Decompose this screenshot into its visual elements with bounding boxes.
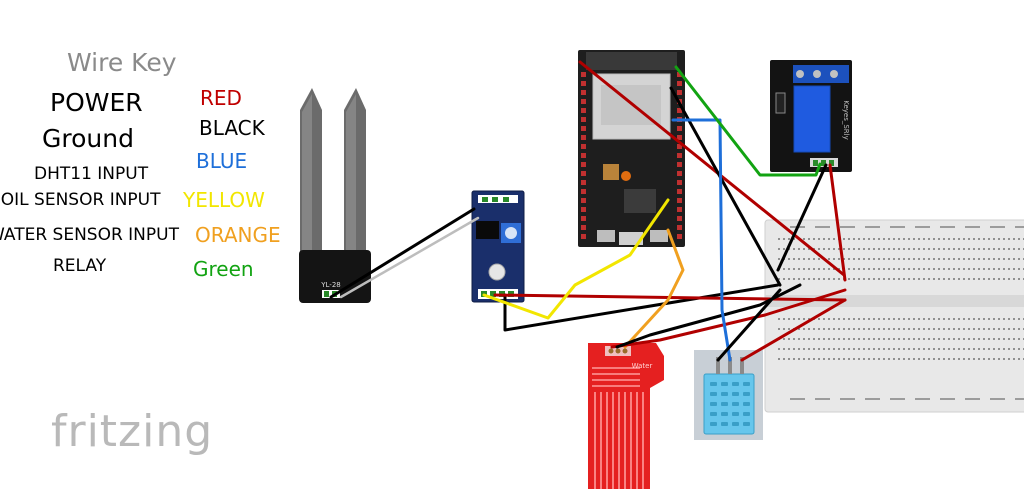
soil-probe-label: YL-28	[320, 281, 341, 289]
wire-water-power	[610, 288, 847, 349]
wire-relay-ground	[776, 163, 828, 272]
wire-probe-to-module-black	[329, 207, 476, 299]
wire-key-title: Wire Key	[67, 48, 177, 77]
wire-probe-to-module-white	[339, 216, 480, 299]
wire-esp-blue	[671, 118, 732, 362]
wires	[329, 60, 847, 362]
key-color-orange: ORANGE	[195, 223, 281, 247]
fritzing-watermark: fritzing	[51, 406, 214, 457]
wire-relay-power	[828, 163, 847, 282]
wire-soil-yellow	[482, 198, 670, 320]
wire-esp-green	[674, 65, 822, 177]
wire-water-ground	[615, 283, 802, 349]
breadboard	[764, 219, 1024, 413]
key-label-soil: SOIL SENSOR INPUT	[0, 190, 161, 210]
key-color-black: BLACK	[199, 116, 265, 140]
soil-sensor-module	[471, 190, 525, 303]
relay-label: Keyes_SRly	[842, 100, 850, 140]
wire-esp-ground	[669, 86, 782, 287]
soil-moisture-probe: YL-28	[299, 88, 371, 303]
key-label-water: WATER SENSOR INPUT	[0, 225, 179, 245]
wire-dht-power	[740, 298, 847, 362]
wire-water-orange	[623, 228, 685, 349]
key-color-red: RED	[200, 86, 242, 110]
water-level-sensor: Water	[588, 343, 664, 489]
water-sensor-label: Water	[632, 362, 653, 370]
dht11-sensor	[694, 350, 763, 440]
key-label-ground: Ground	[42, 124, 134, 153]
key-color-blue: BLUE	[196, 149, 248, 173]
key-color-green: Green	[193, 257, 254, 281]
key-label-power: POWER	[50, 88, 143, 117]
key-label-relay: RELAY	[53, 256, 107, 276]
relay-module: Keyes_SRly	[770, 60, 852, 172]
esp32-board	[578, 50, 685, 247]
key-label-dht11: DHT11 INPUT	[34, 164, 149, 184]
wire-soil-ground	[503, 283, 780, 332]
wire-dht-ground	[716, 288, 782, 362]
wire-esp-power	[578, 60, 846, 277]
key-color-yellow: YELLOW	[183, 188, 265, 212]
